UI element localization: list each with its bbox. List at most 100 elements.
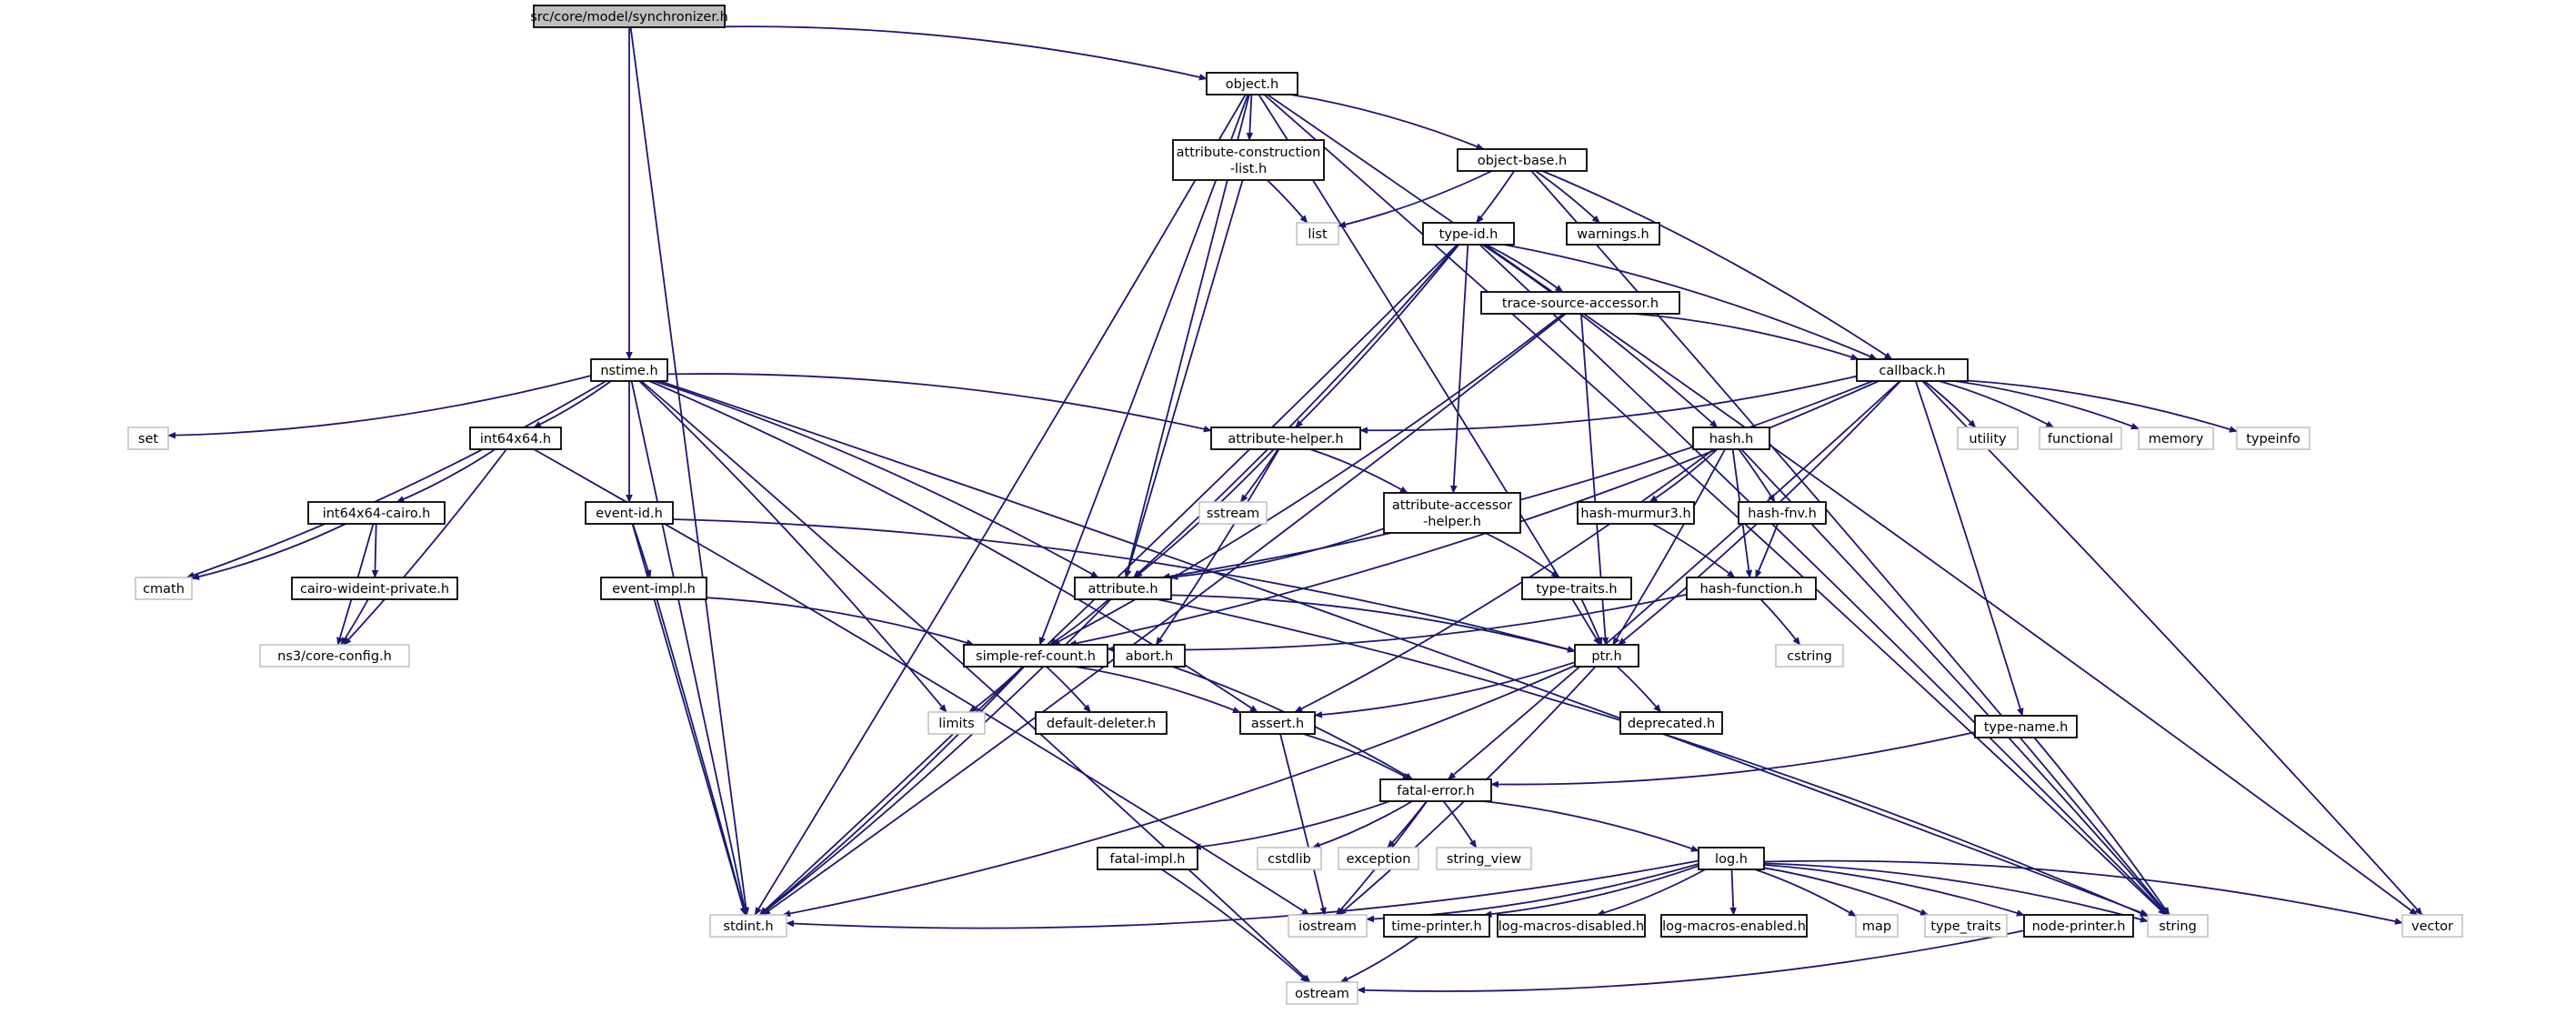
node-fatal-impl[interactable]: fatal-impl.h (1097, 847, 1198, 870)
edge-nstime-to-string (659, 380, 2149, 917)
edge-attr-acc-to-type-traits-h (1484, 532, 1559, 578)
edge-type-name-to-string (2033, 737, 2170, 916)
node-warnings[interactable]: warnings.h (1566, 222, 1660, 246)
node-box-utility (1957, 427, 2019, 450)
node-box-cstring (1775, 644, 1844, 668)
node-box-cstdlib (1257, 847, 1322, 870)
node-label-default-del: default-deleter.h (1047, 717, 1156, 731)
node-exception: exception (1338, 847, 1419, 870)
node-sstream: sstream (1198, 501, 1268, 525)
node-box-log-en (1660, 914, 1808, 938)
node-hash-func[interactable]: hash-function.h (1686, 577, 1817, 600)
node-type-name[interactable]: type-name.h (1974, 715, 2078, 738)
node-box-log-dis (1497, 914, 1646, 938)
node-callback[interactable]: callback.h (1856, 358, 1969, 382)
edge-fatal-error-to-string-view (1442, 800, 1478, 848)
node-object[interactable]: object.h (1206, 72, 1298, 95)
node-object-base[interactable]: object-base.h (1457, 148, 1588, 172)
node-box-object (1206, 72, 1298, 95)
edge-nstime-to-limits (638, 380, 947, 713)
node-box-log (1698, 847, 1765, 870)
edge-trace-src-to-callback (1634, 313, 1859, 361)
node-box-list (1296, 222, 1339, 246)
node-event-impl[interactable]: event-impl.h (600, 577, 707, 600)
node-label-cstdlib: cstdlib (1268, 852, 1311, 867)
edge-type-id-to-callback (1503, 244, 1878, 360)
node-default-del[interactable]: default-deleter.h (1035, 711, 1168, 735)
node-abort[interactable]: abort.h (1113, 644, 1186, 668)
edge-object-to-vector (1267, 94, 2418, 916)
node-box-int64-cairo (307, 501, 446, 525)
node-label-assert: assert.h (1251, 717, 1304, 731)
node-assert[interactable]: assert.h (1239, 711, 1316, 735)
node-fatal-error[interactable]: fatal-error.h (1379, 778, 1492, 802)
edge-nstime-to-stdint (630, 380, 748, 916)
edge-nstime-to-int64x64 (533, 380, 612, 428)
node-ptr[interactable]: ptr.h (1574, 644, 1639, 668)
node-attribute[interactable]: attribute.h (1074, 577, 1172, 600)
node-label-string-view: string_view (1447, 852, 1521, 867)
edge-object-base-to-type-id (1475, 170, 1516, 224)
node-label-type-traits-h: type-traits.h (1536, 582, 1617, 597)
node-attr-helper[interactable]: attribute-helper.h (1210, 427, 1361, 450)
edge-synchronizer-to-object (724, 25, 1208, 81)
edge-callback-to-memory (1954, 380, 2140, 430)
node-type-traits-h[interactable]: type-traits.h (1521, 577, 1632, 600)
node-box-assert (1239, 711, 1316, 735)
node-memory: memory (2138, 427, 2214, 450)
node-deprecated[interactable]: deprecated.h (1619, 711, 1723, 735)
node-box-event-impl (600, 577, 707, 600)
edge-attr-acc-to-attribute (1169, 527, 1385, 580)
edge-type-id-to-hash (1481, 244, 1719, 428)
node-label-limits: limits (938, 717, 974, 731)
node-log-dis[interactable]: log-macros-disabled.h (1497, 914, 1646, 938)
edge-object-base-to-string (1530, 170, 2170, 916)
node-hash-murmur[interactable]: hash-murmur3.h (1577, 501, 1695, 525)
node-event-id[interactable]: event-id.h (585, 501, 674, 525)
node-trace-src[interactable]: trace-source-accessor.h (1480, 291, 1680, 315)
edge-hash-to-assert (1294, 448, 1715, 713)
node-functional: functional (2039, 427, 2122, 450)
node-cairo-wide[interactable]: cairo-wideint-private.h (291, 577, 458, 600)
node-box-cairo-wide (291, 577, 458, 600)
node-box-ns3-config (259, 644, 410, 668)
node-ostream: ostream (1286, 981, 1358, 1005)
node-label-attr-constr: -list.h (1230, 162, 1267, 176)
edge-log-to-vector (1763, 859, 2403, 925)
node-label-time-printer: time-printer.h (1391, 919, 1481, 934)
node-label-event-id: event-id.h (596, 507, 663, 521)
node-label-attribute: attribute.h (1088, 582, 1158, 597)
node-nstime[interactable]: nstime.h (590, 358, 668, 382)
node-hash[interactable]: hash.h (1692, 427, 1770, 450)
node-synchronizer[interactable]: src/core/model/synchronizer.h (530, 5, 728, 28)
edge-object-to-attr-constr (1246, 94, 1254, 141)
node-node-printer[interactable]: node-printer.h (2023, 914, 2134, 938)
edge-object-base-to-callback (1541, 170, 1893, 360)
node-time-printer[interactable]: time-printer.h (1383, 914, 1490, 938)
node-int64-cairo[interactable]: int64x64-cairo.h (307, 501, 446, 525)
node-log-en[interactable]: log-macros-enabled.h (1660, 914, 1808, 938)
node-label-map: map (1862, 919, 1891, 934)
node-box-ostream (1286, 981, 1358, 1005)
node-label-hash-func: hash-function.h (1699, 582, 1802, 597)
edge-trace-src-to-simple-ref (1051, 313, 1565, 646)
edge-int64x64-to-int64-cairo (396, 448, 496, 503)
node-int64x64[interactable]: int64x64.h (469, 427, 562, 450)
edge-callback-to-utility (1923, 380, 1977, 428)
node-vector: vector (2401, 914, 2463, 938)
node-attr-constr[interactable]: attribute-construction-list.h (1172, 139, 1325, 181)
edge-int64-cairo-to-cmath (191, 523, 346, 580)
edge-object-to-object-base (1290, 94, 1485, 150)
node-box-typeinfo (2236, 427, 2310, 450)
node-label-callback: callback.h (1879, 364, 1945, 378)
node-type-id[interactable]: type-id.h (1422, 222, 1515, 246)
node-hash-fnv[interactable]: hash-fnv.h (1738, 501, 1827, 525)
edge-simple-ref-to-stdint (759, 666, 1025, 916)
node-log[interactable]: log.h (1698, 847, 1765, 870)
node-attr-acc[interactable]: attribute-accessor-helper.h (1383, 492, 1521, 534)
node-set: set (127, 427, 169, 450)
edge-fatal-error-to-exception (1387, 800, 1428, 848)
node-simple-ref[interactable]: simple-ref-count.h (963, 644, 1108, 668)
node-label-object-base: object-base.h (1478, 154, 1567, 168)
